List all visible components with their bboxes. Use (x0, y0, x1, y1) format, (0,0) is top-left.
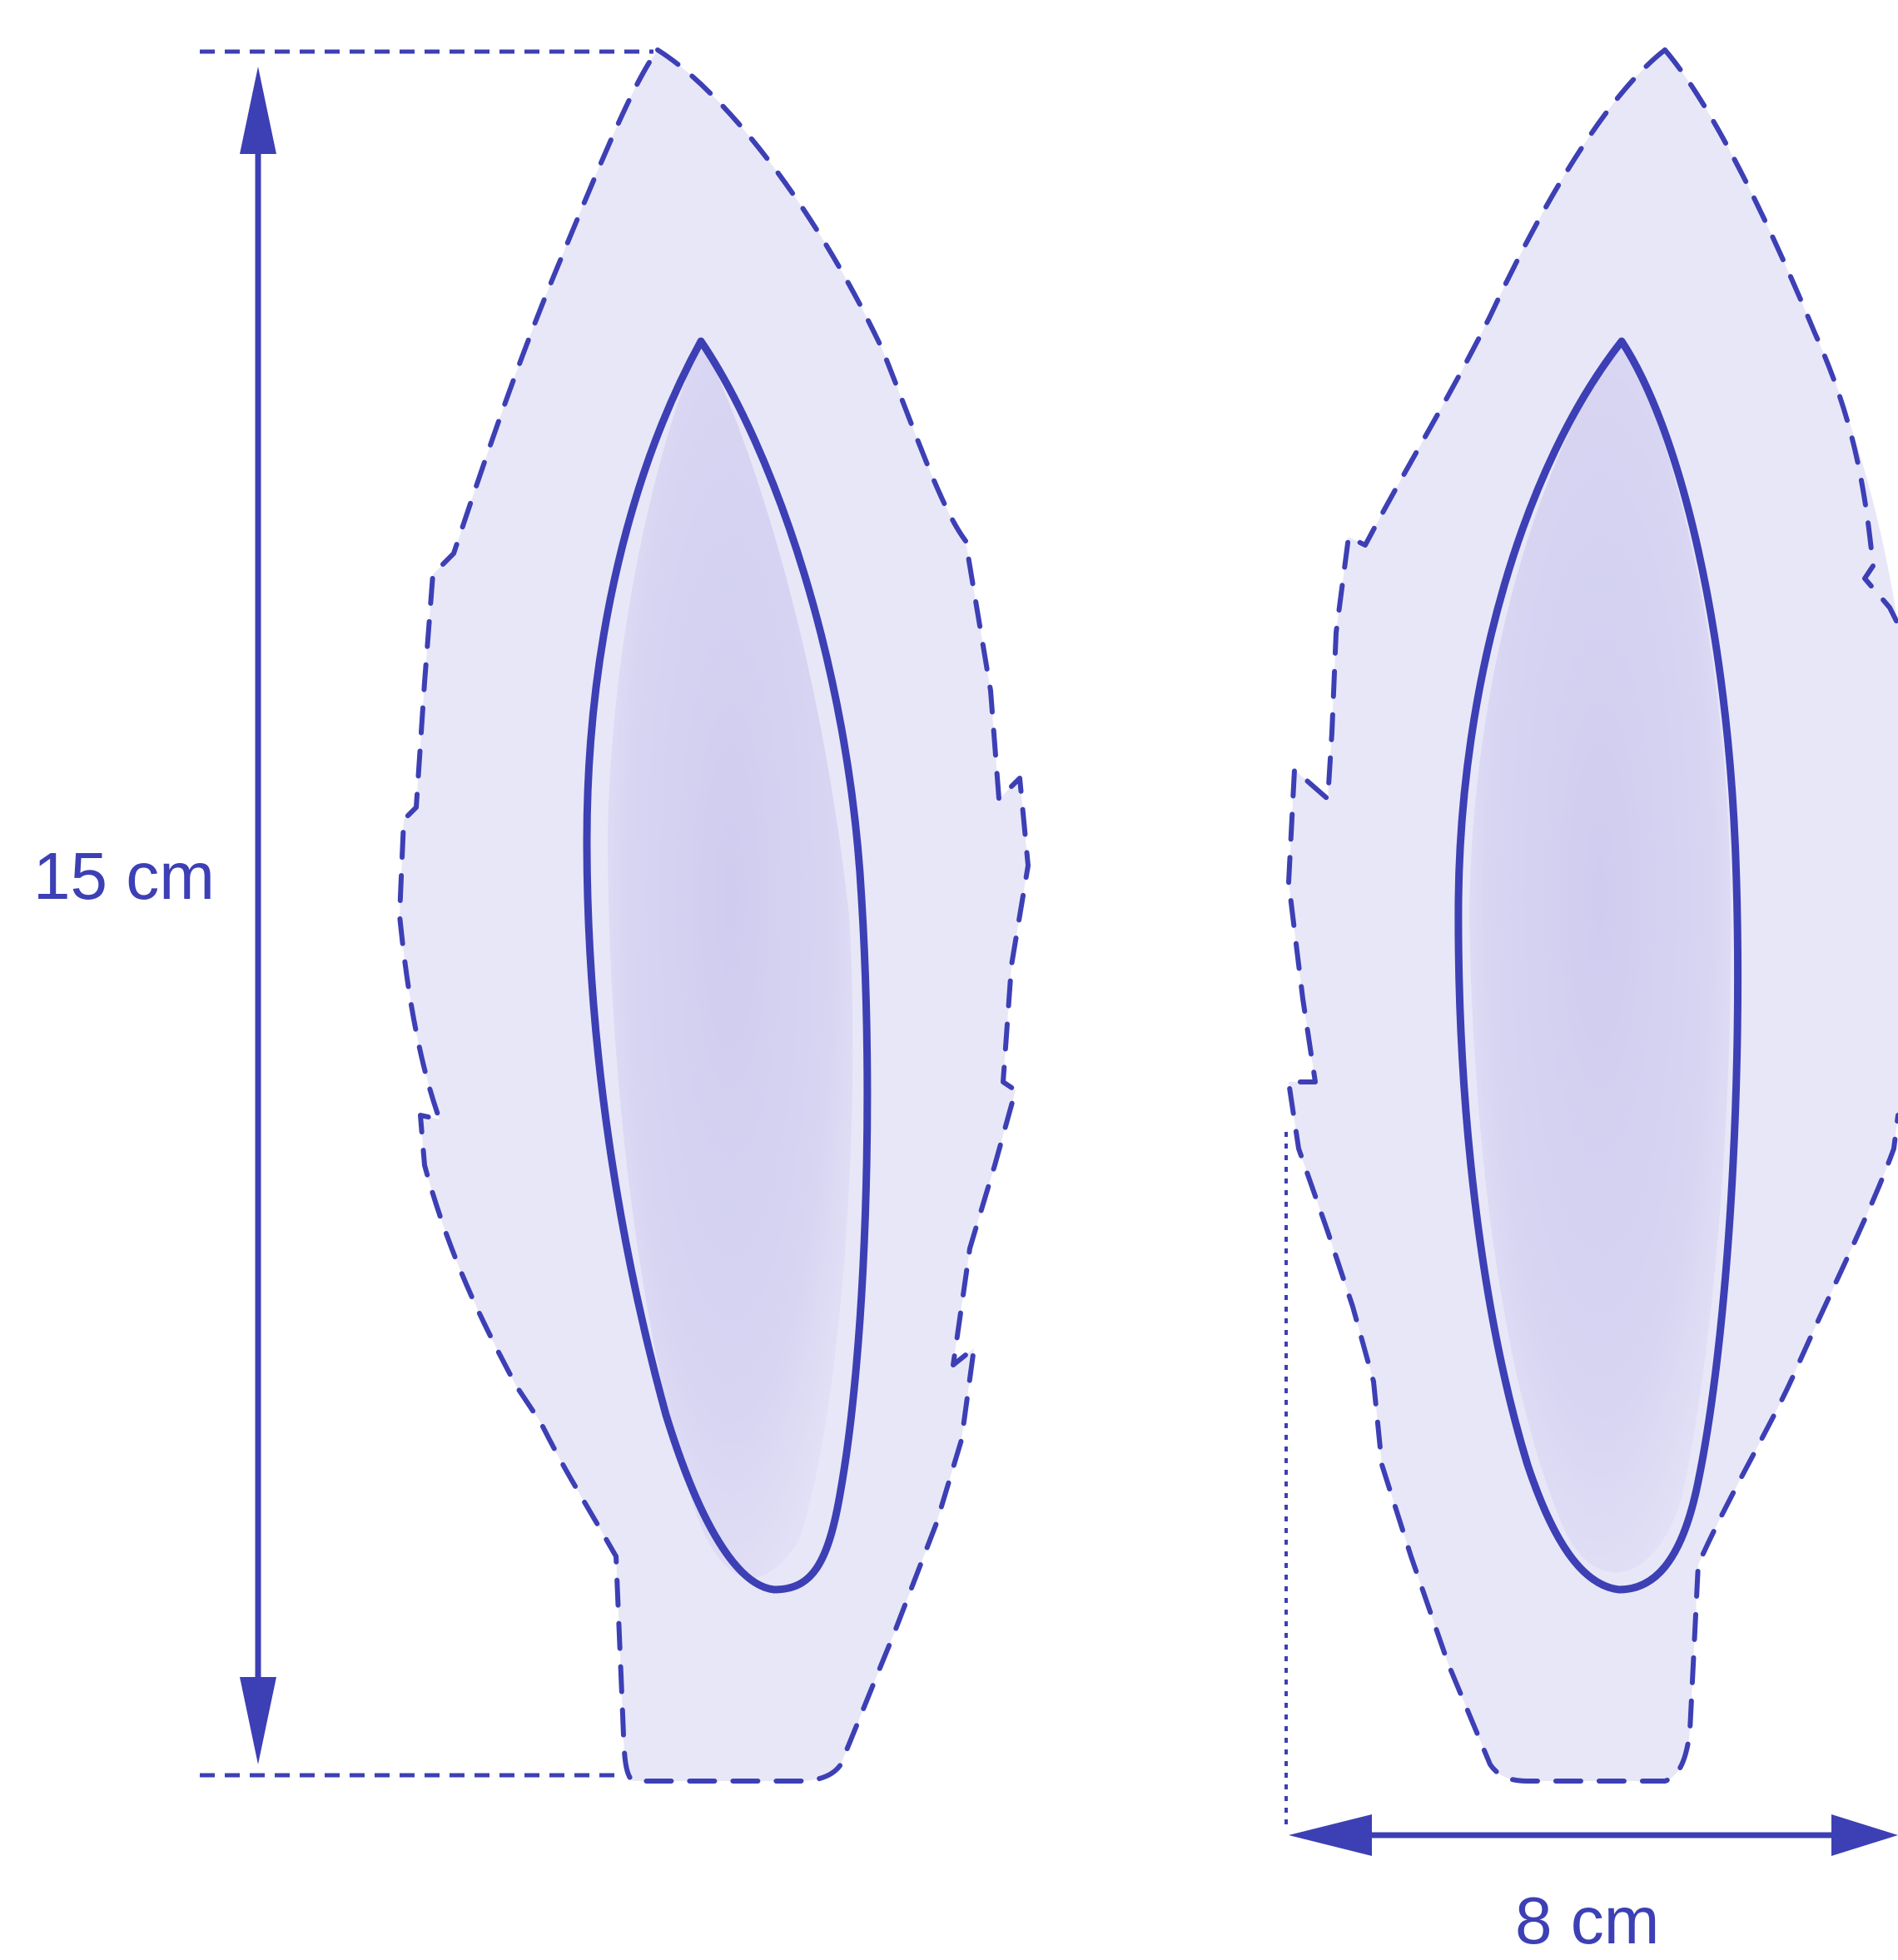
right-ear-inner-shade (1469, 341, 1732, 1573)
left-ear-sew-line (583, 337, 872, 1594)
width-dimension: 8 cm (1284, 1132, 1898, 1958)
width-arrow-left-head (1289, 1814, 1372, 1856)
left-ear-inner-shade (608, 341, 853, 1578)
width-arrow-right-head (1831, 1814, 1898, 1856)
left-ear (397, 47, 1031, 1784)
right-ear-cut-line-right-side (1662, 47, 1898, 627)
height-arrow-bottom-head (240, 1677, 276, 1764)
height-label: 15 cm (33, 839, 215, 913)
height-arrow-top-head (240, 67, 276, 154)
width-label: 8 cm (1515, 1883, 1659, 1958)
height-dimension: 15 cm (33, 49, 653, 1778)
right-ear (1286, 47, 1898, 1784)
right-ear-sew-line (1454, 337, 1742, 1594)
right-ear-cut-line (1286, 47, 1898, 1784)
left-ear-cut-line (397, 47, 1031, 1784)
